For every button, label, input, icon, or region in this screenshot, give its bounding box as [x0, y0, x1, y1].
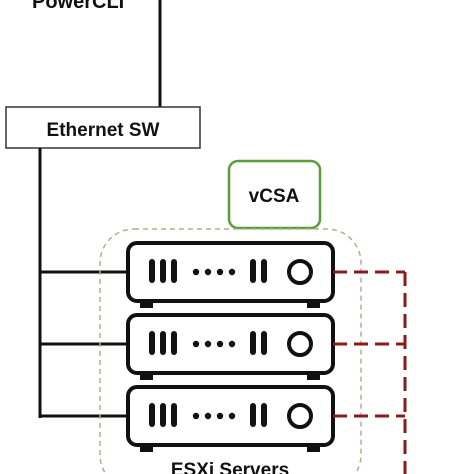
vcsa-label: vCSA: [249, 186, 300, 207]
server-vent-slot: [160, 403, 166, 427]
server-indicator-dot: [204, 412, 212, 420]
server-indicator-dot: [216, 268, 224, 276]
power-button-icon: [287, 331, 313, 357]
server-vent-slot: [171, 259, 177, 283]
server-unit-2: [126, 313, 335, 380]
server-vent-slot: [261, 403, 267, 427]
server-indicator-dot: [228, 412, 236, 420]
server-vent-slot: [250, 259, 256, 283]
server-indicator-dot: [216, 340, 224, 348]
server-foot-left: [140, 299, 153, 308]
power-button-icon: [287, 403, 313, 429]
ethernet-switch: Ethernet SW: [5, 106, 201, 149]
server-vent-slot: [160, 259, 166, 283]
server-foot-left: [140, 443, 153, 452]
server-indicator-dot: [204, 268, 212, 276]
power-button-icon: [287, 259, 313, 285]
server-foot-right: [307, 443, 320, 452]
server-vent-slot: [171, 331, 177, 355]
server-vent-slot: [250, 403, 256, 427]
server-vent-slot: [261, 331, 267, 355]
server-vent-slot: [149, 403, 155, 427]
server-vent-slot: [171, 403, 177, 427]
server-vent-slot: [149, 259, 155, 283]
server-vent-slot: [250, 331, 256, 355]
server-foot-right: [307, 371, 320, 380]
powercli-label: PowerCLI: [32, 0, 124, 13]
server-vent-slot: [261, 259, 267, 283]
esxi-label-backdrop: [150, 455, 310, 474]
server-indicator-dot: [216, 412, 224, 420]
server-foot-right: [307, 299, 320, 308]
server-indicator-dot: [192, 412, 200, 420]
server-indicator-dot: [228, 340, 236, 348]
server-indicator-dot: [228, 268, 236, 276]
storage-links: [333, 270, 407, 474]
ethernet-switch-label: Ethernet SW: [47, 120, 160, 141]
vcsa-box: vCSA: [227, 159, 322, 230]
esxi-server-group: [99, 228, 362, 474]
server-indicator-dot: [192, 268, 200, 276]
server-foot-left: [140, 371, 153, 380]
server-unit-3: [126, 385, 335, 452]
server-unit-1: [126, 241, 335, 308]
server-vent-slot: [160, 331, 166, 355]
esxi-servers: [126, 241, 335, 452]
server-indicator-dot: [192, 340, 200, 348]
server-indicator-dot: [204, 340, 212, 348]
server-vent-slot: [149, 331, 155, 355]
esxi-servers-label: ESXi Servers: [171, 460, 289, 474]
